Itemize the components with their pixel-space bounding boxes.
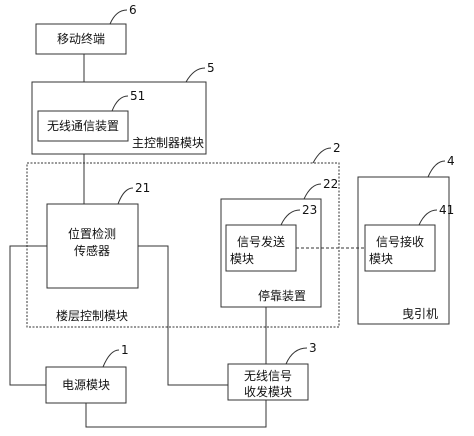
position-sensor-label-2: 传感器 [74, 243, 110, 258]
main-controller-label: 主控制器模块 [132, 136, 204, 150]
ref-4: 4 [447, 154, 455, 168]
docking-box [220, 198, 322, 308]
position-sensor-label-1: 位置检测 [68, 226, 116, 241]
signal-send-label-1: 信号发送 [237, 234, 285, 249]
floor-control-label: 楼层控制模块 [56, 308, 128, 323]
wireless-comm-box [37, 110, 129, 142]
wireless-transceiver-box [227, 363, 309, 401]
floor-control-box [26, 162, 340, 328]
ref-5: 5 [207, 61, 215, 75]
link-sensor-to-transceiver [138, 245, 228, 386]
leader-6 [109, 9, 128, 25]
leader-41 [418, 209, 438, 226]
mobile-terminal-label: 移动终端 [57, 31, 105, 46]
link-power-to-docking [85, 400, 267, 428]
ref-1: 1 [121, 343, 129, 357]
leader-21 [117, 187, 134, 205]
leader-51 [111, 95, 129, 112]
ref-22: 22 [323, 177, 338, 191]
signal-receive-label-2: 模块 [369, 252, 393, 266]
ref-21: 21 [135, 181, 150, 195]
leader-1 [102, 349, 120, 368]
leader-3 [285, 347, 308, 365]
docking-label: 停靠装置 [258, 288, 306, 303]
ref-2: 2 [333, 141, 341, 155]
ref-3: 3 [309, 341, 317, 355]
leader-4 [427, 160, 446, 178]
ref-6: 6 [129, 3, 137, 17]
mobile-terminal-box [35, 23, 127, 55]
traction-label: 曳引机 [402, 307, 438, 321]
wireless-transceiver-label-1: 无线信号 [244, 369, 292, 383]
link-power-to-sensor [9, 245, 47, 386]
wireless-comm-label: 无线通信装置 [47, 119, 119, 133]
ref-41: 41 [439, 203, 454, 217]
ref-51: 51 [130, 89, 145, 103]
leader-22 [303, 183, 322, 200]
ref-23: 23 [302, 203, 317, 217]
leader-2 [312, 147, 332, 164]
signal-receive-box [364, 224, 436, 272]
leader-23 [280, 209, 301, 226]
traction-box [357, 176, 450, 325]
power-label: 电源模块 [62, 378, 110, 392]
signal-send-label-2: 模块 [230, 252, 254, 266]
wireless-transceiver-label-2: 收发模块 [244, 384, 292, 399]
main-controller-box [31, 81, 207, 155]
signal-receive-label-1: 信号接收 [376, 234, 424, 249]
leader-5 [185, 67, 206, 83]
